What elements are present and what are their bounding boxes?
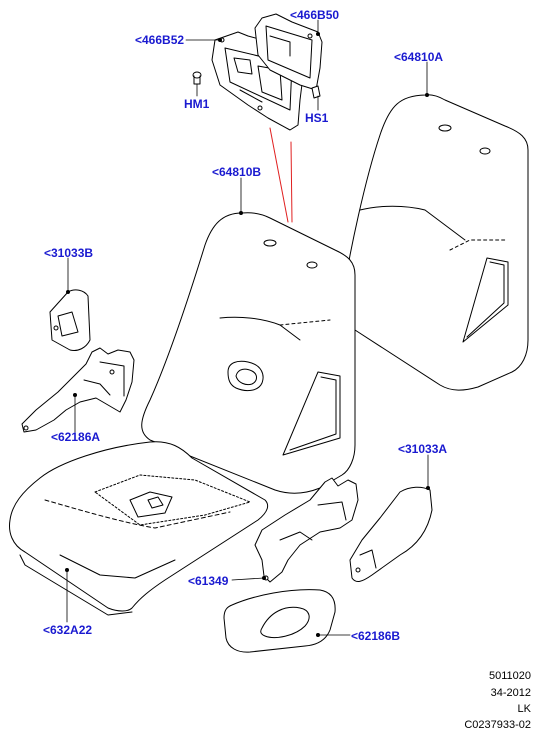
callout-31033a: <31033A: [398, 442, 448, 456]
callout-632a22: <632A22: [43, 623, 93, 637]
fastener-hm1: [193, 72, 201, 84]
callout-62186b: <62186B: [351, 629, 401, 643]
callout-64810a: <64810A: [394, 50, 444, 64]
back-pad: [224, 590, 335, 652]
assembly-indicator-lines: [270, 128, 292, 222]
callout-466b52: <466B52: [135, 33, 185, 47]
callout-hs1: HS1: [305, 111, 329, 125]
footer-code-1: 5011020: [488, 670, 531, 682]
leader-lines: [67, 20, 428, 635]
side-shield-right: [350, 487, 432, 581]
callout-62186a: <62186A: [51, 430, 101, 444]
callout-64810b: <64810B: [212, 165, 262, 179]
callout-31033b: <31033B: [44, 246, 94, 260]
seat-cushion: [10, 442, 268, 615]
seat-back-rear: [341, 95, 528, 390]
bracket-left: [22, 348, 134, 432]
footer-code-2: 34-2012: [490, 687, 531, 699]
leader-dots: [65, 32, 430, 637]
trim-panel-front: [255, 14, 322, 90]
side-shield-left: [50, 290, 90, 351]
callout-61349: <61349: [188, 574, 229, 588]
clip-hs1: [312, 86, 320, 98]
bracket-right: [255, 478, 358, 582]
footer-code-3: LK: [517, 703, 531, 715]
callout-466b50: <466B50: [290, 8, 340, 22]
footer-code-4: C0237933-02: [464, 719, 531, 731]
callout-hm1: HM1: [184, 97, 210, 111]
seat-back-front: [142, 213, 355, 493]
